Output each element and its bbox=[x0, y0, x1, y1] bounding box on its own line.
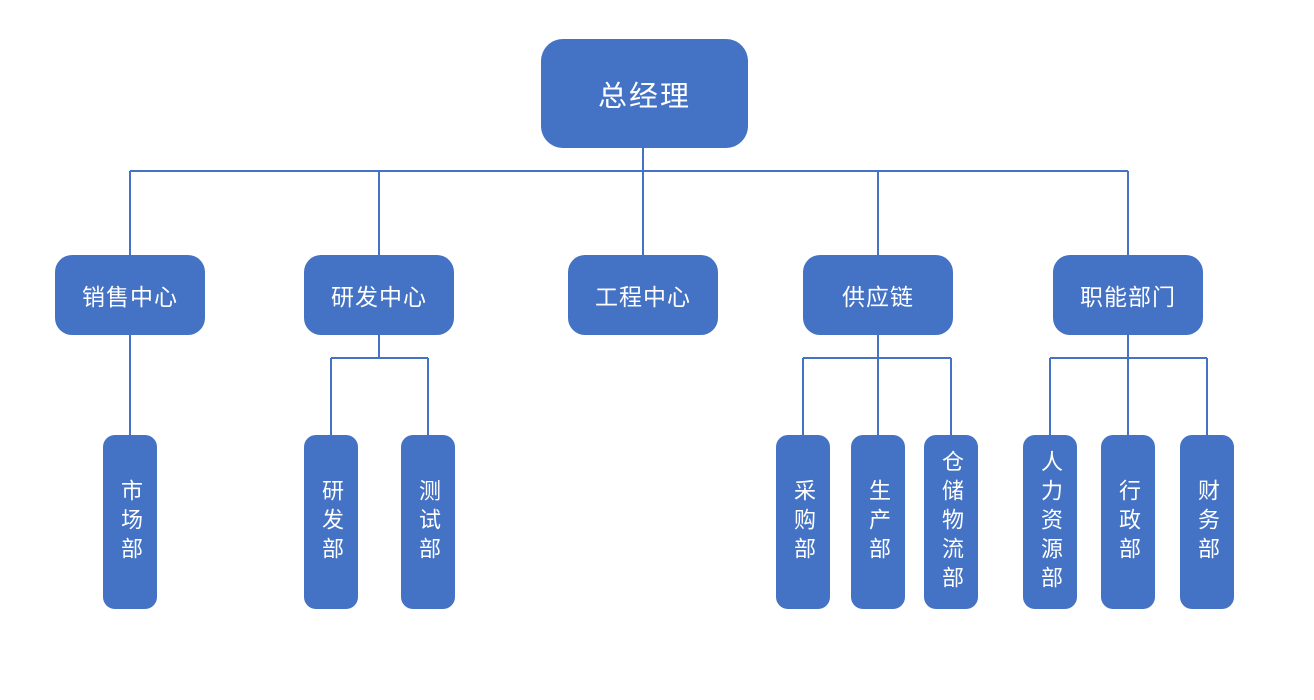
org-node-purchasing-dept: 采购部 bbox=[776, 435, 830, 609]
org-node-rd-center: 研发中心 bbox=[304, 255, 454, 335]
org-node-functional-depts: 职能部门 bbox=[1053, 255, 1203, 335]
org-node-label: 研发中心 bbox=[331, 284, 427, 310]
org-node-label: 行政部 bbox=[1116, 478, 1141, 566]
connector-supply-to-departments bbox=[802, 335, 952, 435]
org-node-label: 工程中心 bbox=[595, 284, 691, 310]
org-node-label: 人力资源部 bbox=[1038, 449, 1063, 595]
org-node-finance-dept: 财务部 bbox=[1180, 435, 1234, 609]
org-node-hr-dept: 人力资源部 bbox=[1023, 435, 1077, 609]
org-node-rd-dept: 研发部 bbox=[304, 435, 358, 609]
org-node-marketing-dept: 市场部 bbox=[103, 435, 157, 609]
org-node-testing-dept: 测试部 bbox=[401, 435, 455, 609]
org-node-label: 仓储物流部 bbox=[939, 449, 964, 595]
org-node-label: 供应链 bbox=[842, 284, 914, 310]
org-node-label: 生产部 bbox=[866, 478, 891, 566]
connector-functional-to-departments bbox=[1049, 335, 1208, 435]
org-node-label: 销售中心 bbox=[82, 284, 178, 310]
org-node-label: 职能部门 bbox=[1080, 284, 1176, 310]
org-node-warehouse-logistics-dept: 仓储物流部 bbox=[924, 435, 978, 609]
org-node-label: 测试部 bbox=[416, 478, 441, 566]
org-node-sales-center: 销售中心 bbox=[55, 255, 205, 335]
connector-root-to-divisions bbox=[129, 148, 1129, 255]
org-node-production-dept: 生产部 bbox=[851, 435, 905, 609]
org-node-general-manager: 总经理 bbox=[541, 39, 748, 148]
connector-rd-to-departments bbox=[330, 335, 429, 435]
org-node-engineering-center: 工程中心 bbox=[568, 255, 718, 335]
org-node-label: 采购部 bbox=[791, 478, 816, 566]
org-node-label: 总经理 bbox=[597, 80, 691, 113]
org-node-label: 财务部 bbox=[1195, 478, 1220, 566]
org-node-label: 市场部 bbox=[118, 478, 143, 566]
org-node-label: 研发部 bbox=[319, 478, 344, 566]
org-node-supply-chain: 供应链 bbox=[803, 255, 953, 335]
org-node-admin-dept: 行政部 bbox=[1101, 435, 1155, 609]
